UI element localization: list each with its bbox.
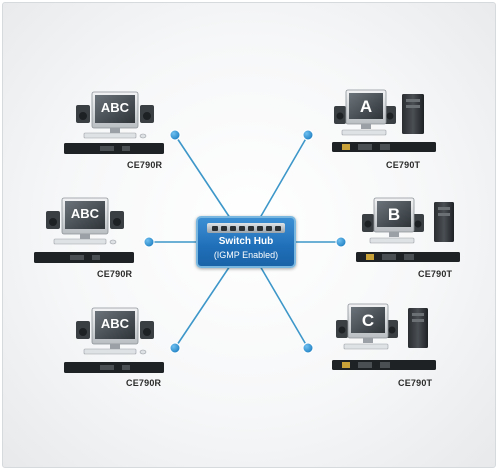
transmitter-station-1 xyxy=(332,89,436,152)
screen-text-receiver-3: ABC xyxy=(101,316,130,331)
keyboard-icon xyxy=(83,348,137,355)
hub-title: Switch Hub xyxy=(218,236,274,247)
receiver-station-1 xyxy=(64,91,164,154)
computer-tower-icon xyxy=(402,94,424,134)
receiver-station-2 xyxy=(34,197,134,263)
link-dots xyxy=(143,129,347,354)
computer-tower-icon xyxy=(434,202,454,242)
device-label-transmitter-3: CE790T xyxy=(398,378,433,388)
transmitter-station-2 xyxy=(356,197,460,262)
node-dot xyxy=(302,342,314,354)
device-label-receiver-2: CE790R xyxy=(97,269,133,279)
keyboard-icon xyxy=(343,343,389,350)
receiver-station-3 xyxy=(64,307,164,373)
node-dot xyxy=(335,236,347,248)
keyboard-icon xyxy=(341,129,387,136)
device-label-receiver-3: CE790R xyxy=(126,378,162,388)
device-label-receiver-1: CE790R xyxy=(127,160,163,170)
computer-tower-icon xyxy=(408,308,428,348)
screen-text-receiver-2: ABC xyxy=(71,206,100,221)
node-dot xyxy=(169,129,181,141)
node-dot xyxy=(143,236,155,248)
hub-subtitle: (IGMP Enabled) xyxy=(213,250,279,260)
screen-text-transmitter-2: B xyxy=(388,205,400,224)
keyboard-icon xyxy=(83,132,137,139)
node-dot xyxy=(302,129,314,141)
transmitter-station-3 xyxy=(332,303,436,370)
screen-text-transmitter-1: A xyxy=(360,97,372,116)
switch-hub: Switch Hub (IGMP Enabled) xyxy=(196,216,296,268)
hub-ports-icon xyxy=(207,223,285,233)
screen-text-transmitter-3: C xyxy=(362,311,374,330)
keyboard-icon xyxy=(53,238,107,245)
keyboard-icon xyxy=(369,237,415,244)
device-label-transmitter-2: CE790T xyxy=(418,269,453,279)
device-label-transmitter-1: CE790T xyxy=(386,160,421,170)
screen-text-receiver-1: ABC xyxy=(101,100,130,115)
node-dot xyxy=(169,342,181,354)
